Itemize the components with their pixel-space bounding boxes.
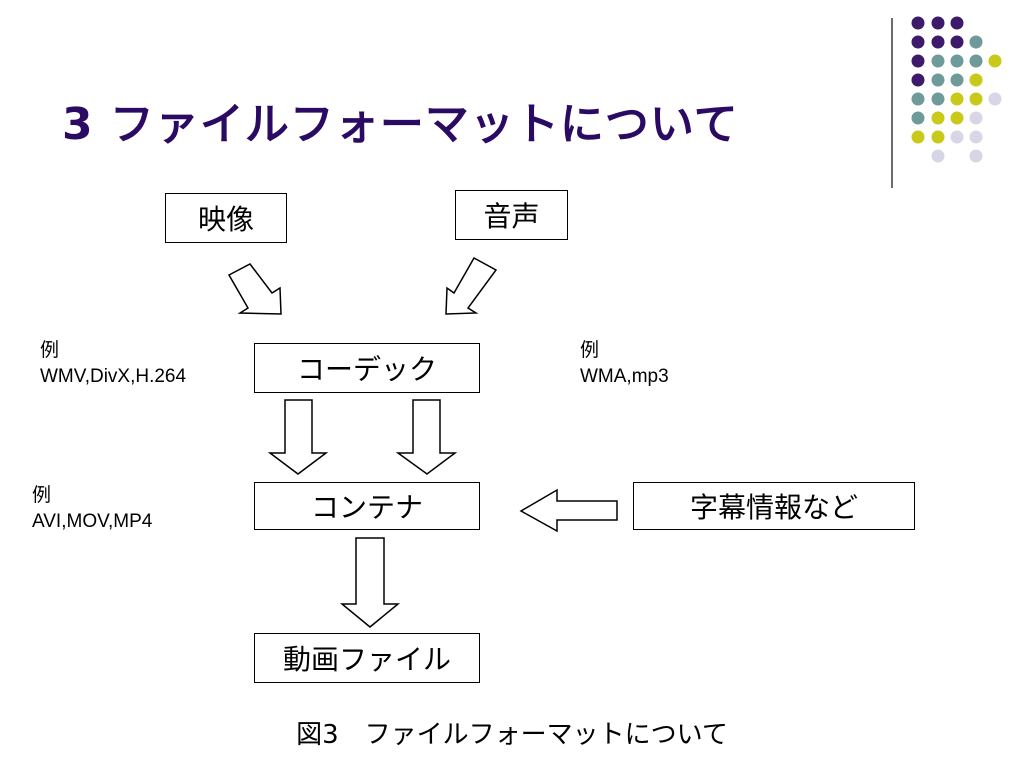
audio-label: 音声 [483, 200, 540, 233]
arrow-codec-to-container-left [267, 399, 329, 475]
arrow-subtitles-to-container [519, 488, 618, 533]
container-box: コンテナ [254, 482, 480, 530]
audio-codec-example-values: WMA,mp3 [580, 366, 669, 387]
container-example-prefix: 例 [32, 485, 52, 506]
subtitle-box: 字幕情報など [633, 482, 915, 530]
subtitle-label: 字幕情報など [689, 491, 858, 524]
movie-file-label: 動画ファイル [282, 643, 451, 676]
vertical-divider [891, 18, 893, 188]
arrow-video-to-codec [227, 263, 282, 315]
figure-number: 図3 [296, 720, 339, 750]
audio-codec-example-prefix: 例 [580, 340, 600, 361]
arrow-audio-to-codec [445, 256, 498, 315]
audio-box: 音声 [455, 190, 568, 240]
video-codec-example-values: WMV,DivX,H.264 [40, 366, 187, 387]
video-box: 映像 [165, 193, 287, 243]
arrow-codec-to-container-right [395, 399, 458, 475]
video-label: 映像 [197, 203, 254, 236]
container-label: コンテナ [310, 491, 423, 524]
figure-caption: 図3 ファイルフォーマットについて [0, 714, 1024, 751]
container-example: 例 AVI,MOV,MP4 [32, 483, 152, 535]
audio-codec-example: 例 WMA,mp3 [580, 338, 669, 390]
video-codec-example: 例 WMV,DivX,H.264 [40, 338, 186, 390]
arrow-container-to-file [339, 537, 401, 628]
codec-label: コーデック [296, 353, 437, 386]
codec-box: コーデック [254, 343, 480, 393]
figure-caption-text: ファイルフォーマットについて [364, 720, 728, 750]
video-codec-example-prefix: 例 [40, 340, 60, 361]
movie-file-box: 動画ファイル [254, 633, 480, 683]
container-example-values: AVI,MOV,MP4 [32, 511, 153, 532]
slide-title: 3 ファイルフォーマットについて [62, 99, 739, 150]
